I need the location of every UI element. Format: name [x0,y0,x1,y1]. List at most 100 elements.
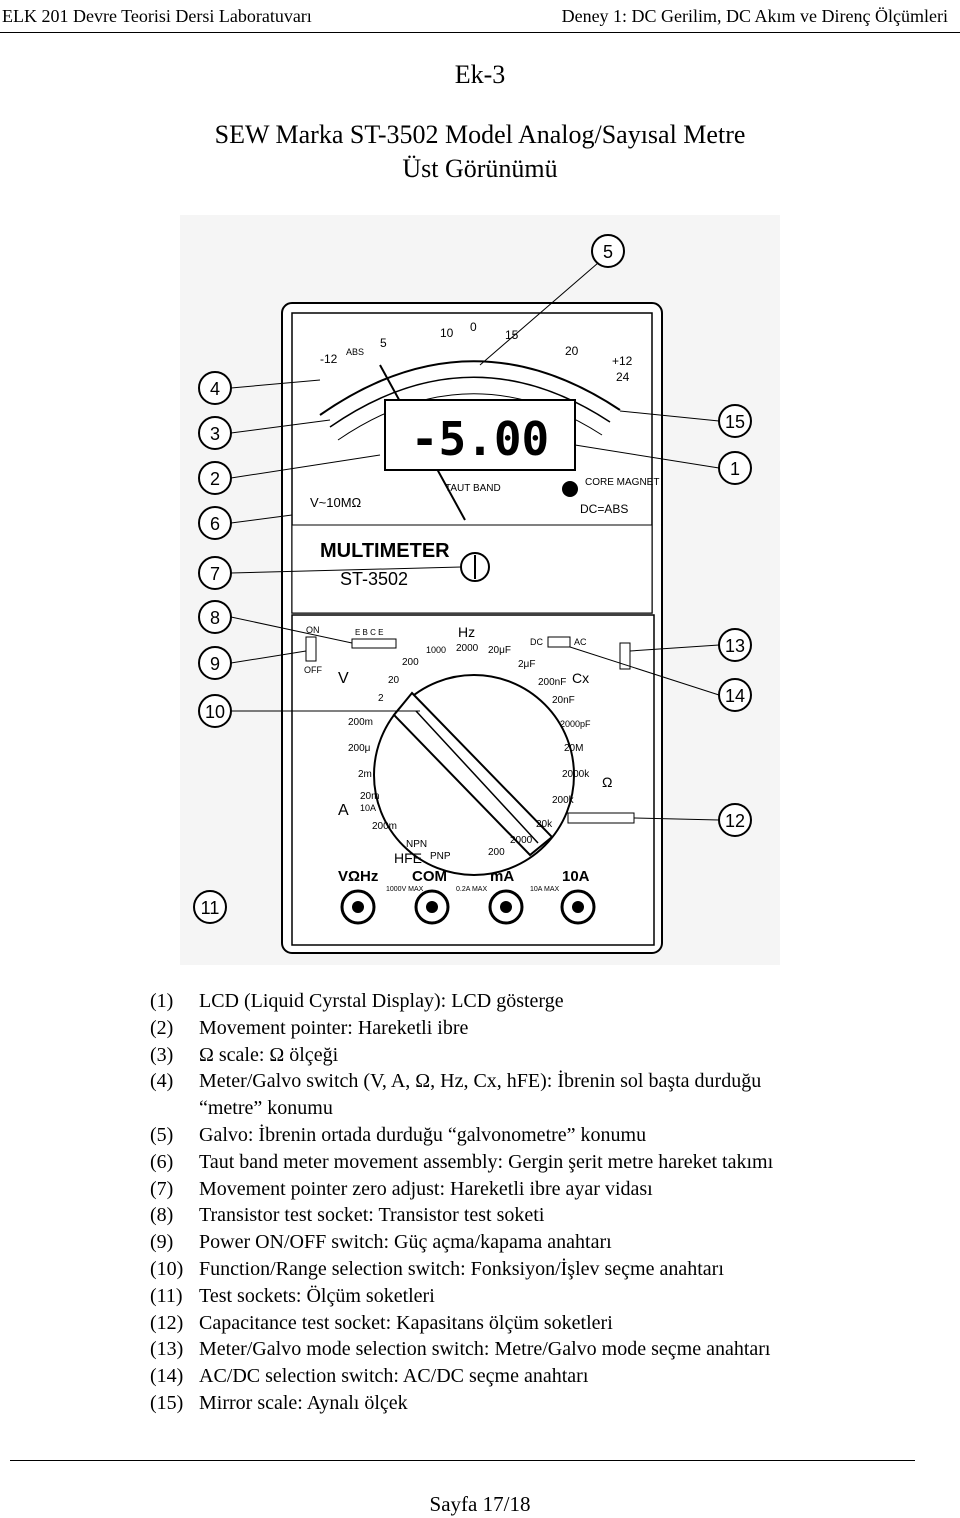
footer-divider [10,1460,915,1461]
transistor-socket[interactable] [351,638,397,649]
scale-label: 0 [470,320,477,334]
range-label: 200m [348,717,373,728]
jack-10a[interactable] [560,889,596,925]
callout-number: 1 [730,459,740,479]
callout-number: 4 [210,379,220,399]
range-label: 20 [388,675,400,686]
callout-number: 12 [725,811,745,831]
list-item: (2)Movement pointer: Hareketli ibre [150,1016,469,1039]
dc-abs-label: DC=ABS [580,502,628,516]
range-label: 200μ [348,743,371,754]
list-item: (10)Function/Range selection switch: Fon… [150,1257,724,1280]
jack-label: COM [412,868,447,885]
jack-label: mA [490,868,514,885]
function-cx-label: Cx [572,670,589,686]
ac-label: AC [574,637,587,647]
list-item: (1)LCD (Liquid Cyrstal Display): LCD gös… [150,990,564,1012]
scale-label: 15 [505,328,519,342]
appendix-label: Ek-3 [454,60,506,89]
list-item: (12)Capacitance test socket: Kapasitans … [150,1311,613,1334]
list-item: (8)Transistor test socket: Transistor te… [150,1204,545,1227]
callout-number: 11 [201,898,220,918]
jack-vohz[interactable] [340,889,376,925]
range-label: 2000 [510,835,533,846]
jack-limit: 1000V MAX [386,886,424,893]
function-hfe-label: HFE [394,850,422,866]
list-item: (13)Meter/Galvo mode selection switch: M… [150,1338,771,1361]
power-switch[interactable] [305,636,317,662]
lcd-reading: -5.00 [411,412,549,466]
range-label: 2m [358,769,372,780]
range-label: 200m [372,821,397,832]
list-item: (5)Galvo: İbrenin ortada durduğu “galvon… [150,1123,647,1146]
function-a-label: A [338,802,349,819]
jack-ma[interactable] [488,889,524,925]
taut-band-label: TAUT BAND [445,483,501,494]
header-experiment: Deney 1: DC Gerilim, DC Akım ve Direnç Ö… [561,6,948,26]
range-label: 20M [564,743,583,754]
meter-galvo-switch[interactable] [619,642,631,670]
scale-label: +12 [612,354,633,368]
ac-dc-switch[interactable] [547,636,571,648]
callout-number: 9 [210,654,220,674]
range-label: 20μF [488,645,511,656]
scale-label: 24 [616,370,630,384]
jack-limit: 0.2A MAX [456,886,487,893]
jack-com[interactable] [414,889,450,925]
range-label: PNP [430,851,451,862]
page-header: ELK 201 Devre Teorisi Dersi Laboratuvarı… [0,0,960,33]
multimeter-figure: -12 ABS 5 10 0 15 20 +12 24 -5.00 TAUT B… [180,215,780,965]
callout-number: 10 [205,702,225,722]
range-label: 20k [536,819,553,830]
figure-title: SEW Marka ST-3502 Model Analog/Sayısal M… [214,120,746,149]
range-label: NPN [406,839,427,850]
component-list: (1)LCD (Liquid Cyrstal Display): LCD gös… [150,988,930,1417]
range-label: 20nF [552,695,575,706]
callout-number: 8 [210,608,220,628]
callout-number: 3 [210,424,220,444]
brand-label: MULTIMETER [320,540,450,562]
switch-on-label: ON [306,625,320,635]
transistor-pin-label: E B C E [355,628,383,637]
range-label: 20m [360,791,379,802]
figure-subtitle: Üst Görünümü [402,154,558,183]
core-magnet-label: CORE MAGNET [585,477,659,488]
header-course: ELK 201 Devre Teorisi Dersi Laboratuvarı [2,6,312,26]
list-item: (9)Power ON/OFF switch: Güç açma/kapama … [150,1231,612,1254]
list-item: (3)Ω scale: Ω ölçeği [150,1043,339,1066]
multimeter-drawing: -12 ABS 5 10 0 15 20 +12 24 -5.00 TAUT B… [193,234,752,954]
function-v-label: V [338,670,349,687]
list-item: (6)Taut band meter movement assembly: Ge… [150,1150,774,1173]
scale-label: 10 [440,326,454,340]
list-item: (15)Mirror scale: Aynalı ölçek [150,1391,408,1414]
range-label: 200nF [538,677,566,688]
capacitance-socket[interactable] [567,812,635,824]
jack-label: VΩHz [338,868,378,885]
list-item: (14)AC/DC selection switch: AC/DC seçme … [150,1365,589,1388]
callout-number: 2 [210,469,220,489]
range-label: 10A [360,803,376,813]
list-item: (4)Meter/Galvo switch (V, A, Ω, Hz, Cx, … [150,1070,762,1093]
list-item: (11)Test sockets: Ölçüm soketleri [150,1284,435,1307]
range-label: 2μF [518,659,535,670]
switch-off-label: OFF [304,665,322,675]
list-item-continuation: “metre” konumu [199,1097,333,1120]
range-label: 1000 [426,645,446,655]
list-item: (7)Movement pointer zero adjust: Hareket… [150,1177,653,1200]
model-label: ST-3502 [340,569,408,589]
range-label: 2000 [456,643,479,654]
range-label: 2000pF [560,719,591,729]
callout-number: 14 [725,686,745,706]
callout-number: 13 [725,636,745,656]
scale-label: ABS [346,347,364,357]
scale-label: -12 [320,352,338,366]
input-impedance-label: V~10MΩ [310,495,362,510]
range-label: 200 [488,847,505,858]
function-hz-label: Hz [458,624,475,640]
scale-label: 5 [380,336,387,350]
callout-number: 5 [603,242,613,262]
dc-label: DC [530,637,543,647]
page-number: Sayfa 17/18 [429,1492,531,1516]
jack-label: 10A [562,868,590,885]
range-label: 2000k [562,769,590,780]
